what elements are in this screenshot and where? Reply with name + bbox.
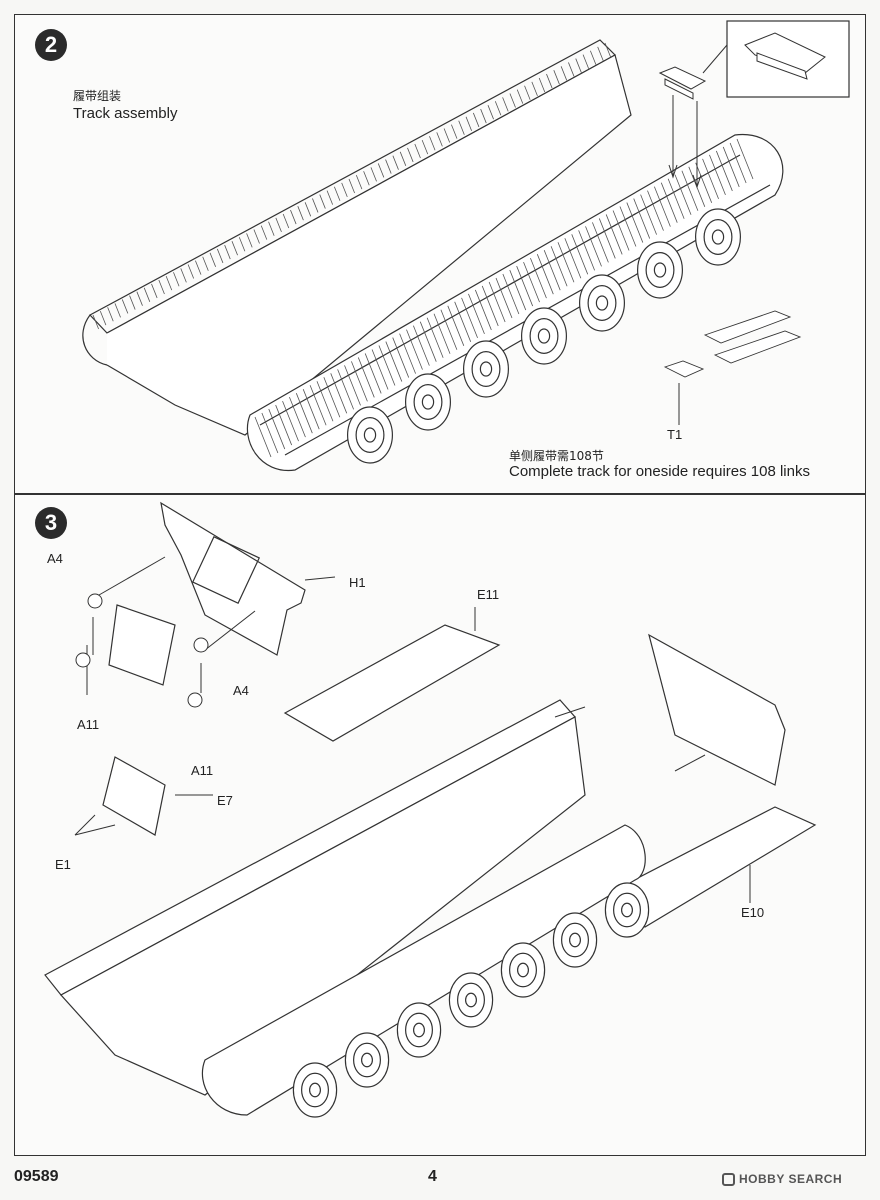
hull-assembly-illustration (44, 501, 817, 1118)
track-note-zh: 单侧履带需108节 (509, 449, 604, 463)
part-label-a11: A11 (191, 763, 214, 778)
page-number: 4 (428, 1168, 437, 1185)
part-label-e11: E11 (477, 587, 500, 602)
step-2-panel: 2 履带组装 Track assembly (14, 14, 866, 494)
step-title-zh: 履带组装 (73, 89, 122, 103)
part-label-e1: E1 (55, 857, 71, 872)
step-title-en: Track assembly (73, 105, 178, 122)
step-number-badge: 2 (35, 29, 67, 61)
step-number-badge: 3 (35, 507, 67, 539)
kit-number: 09589 (14, 1168, 59, 1185)
part-label-e7: E7 (217, 793, 233, 808)
part-label-a4: A4 (233, 683, 249, 698)
part-label-h1: H1 (349, 575, 366, 590)
hobby-search-logo-icon (722, 1173, 735, 1186)
part-label-t1: T1 (667, 427, 683, 442)
step-3-panel: 3 (14, 494, 866, 1156)
part-label-a11: A11 (77, 717, 100, 732)
part-label-e10: E10 (741, 905, 765, 920)
track-assembly-illustration (82, 20, 850, 472)
track-note-en: Complete track for oneside requires 108 … (509, 463, 810, 480)
watermark: HOBBY SEARCH (722, 1172, 842, 1186)
part-label-a4: A4 (47, 551, 63, 566)
